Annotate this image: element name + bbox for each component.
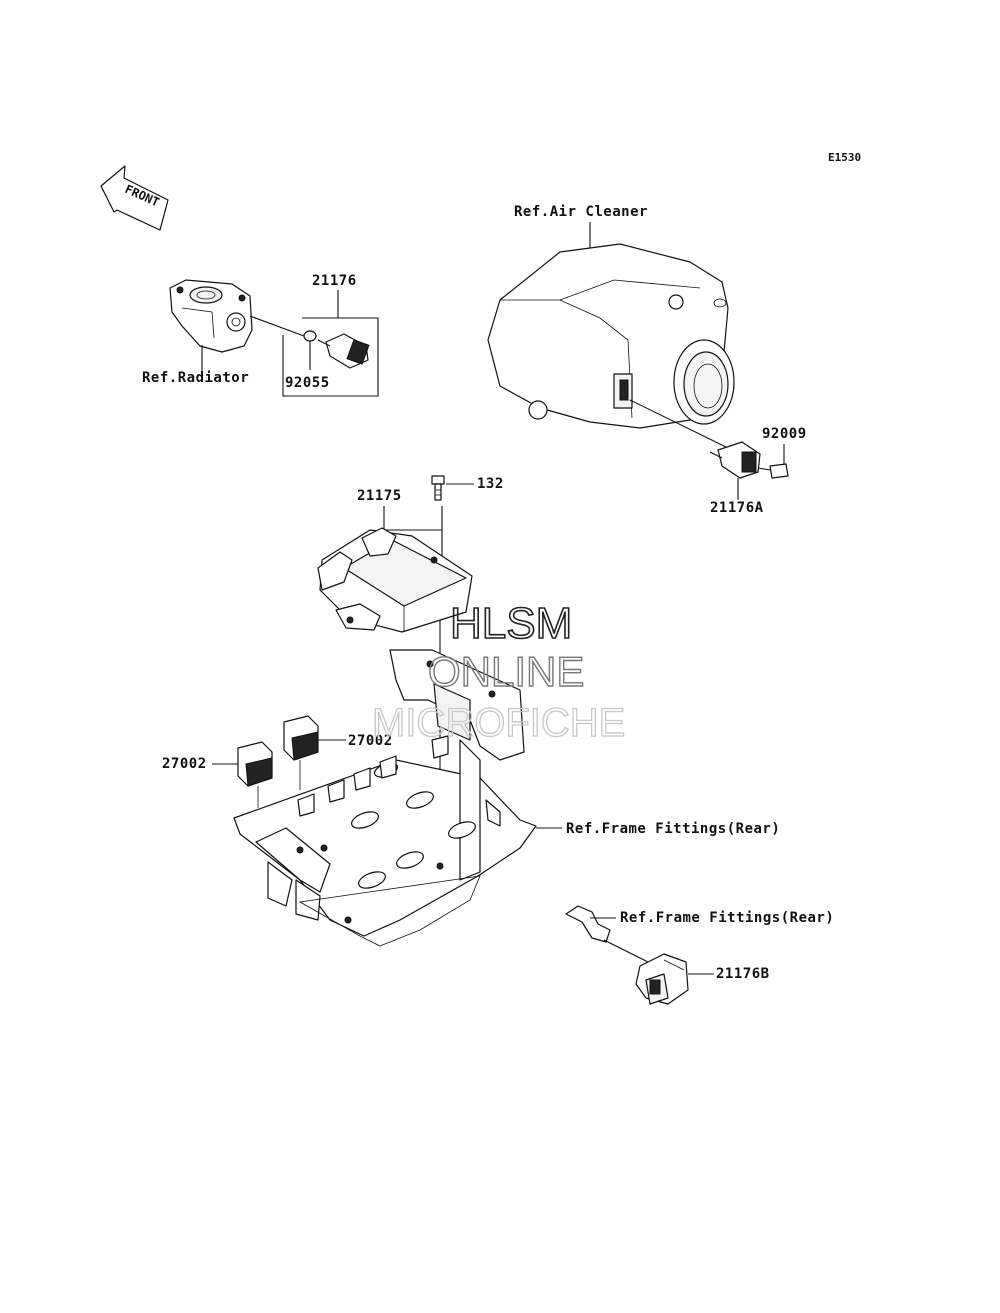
relay-27002-lower	[237, 741, 273, 808]
o-ring-92055	[303, 330, 317, 342]
part-27002-lower-label: 27002	[162, 756, 207, 772]
ref-air-cleaner-label: Ref.Air Cleaner	[514, 204, 648, 220]
watermark-line-3: MICROFICHE	[372, 701, 625, 745]
relay-27002-upper	[283, 715, 319, 790]
ref-frame-fittings-label-2: Ref.Frame Fittings(Rear)	[620, 910, 834, 926]
part-132-label: 132	[477, 476, 504, 492]
part-92055-label: 92055	[285, 375, 330, 391]
ref-frame-fittings-label-1: Ref.Frame Fittings(Rear)	[566, 821, 780, 837]
ecu-21175	[317, 527, 473, 633]
part-21175-label: 21175	[357, 488, 402, 504]
watermark-line-1: HLSM	[450, 599, 572, 648]
intake-air-temp-sensor-21176a	[709, 441, 761, 479]
air-cleaner-housing	[487, 243, 735, 429]
frame-tray	[233, 649, 537, 947]
diagram-code: E1530	[828, 151, 861, 164]
part-21176a-label: 21176A	[710, 500, 764, 516]
part-21176b-label: 21176B	[716, 966, 770, 982]
part-27002-upper-label: 27002	[348, 733, 393, 749]
bolt-92009	[757, 463, 789, 479]
part-21176-label: 21176	[312, 273, 357, 289]
ref-radiator-label: Ref.Radiator	[142, 370, 249, 386]
radiator-housing	[169, 279, 253, 353]
part-92009-label: 92009	[762, 426, 807, 442]
bracket-frame-fittings	[565, 905, 611, 943]
watermark-line-2: ONLINE	[428, 648, 584, 695]
water-temp-sensor	[317, 333, 370, 369]
sensor-21176b	[635, 953, 689, 1005]
bolt-132	[431, 475, 445, 501]
front-arrow-icon: FRONT	[100, 165, 169, 231]
